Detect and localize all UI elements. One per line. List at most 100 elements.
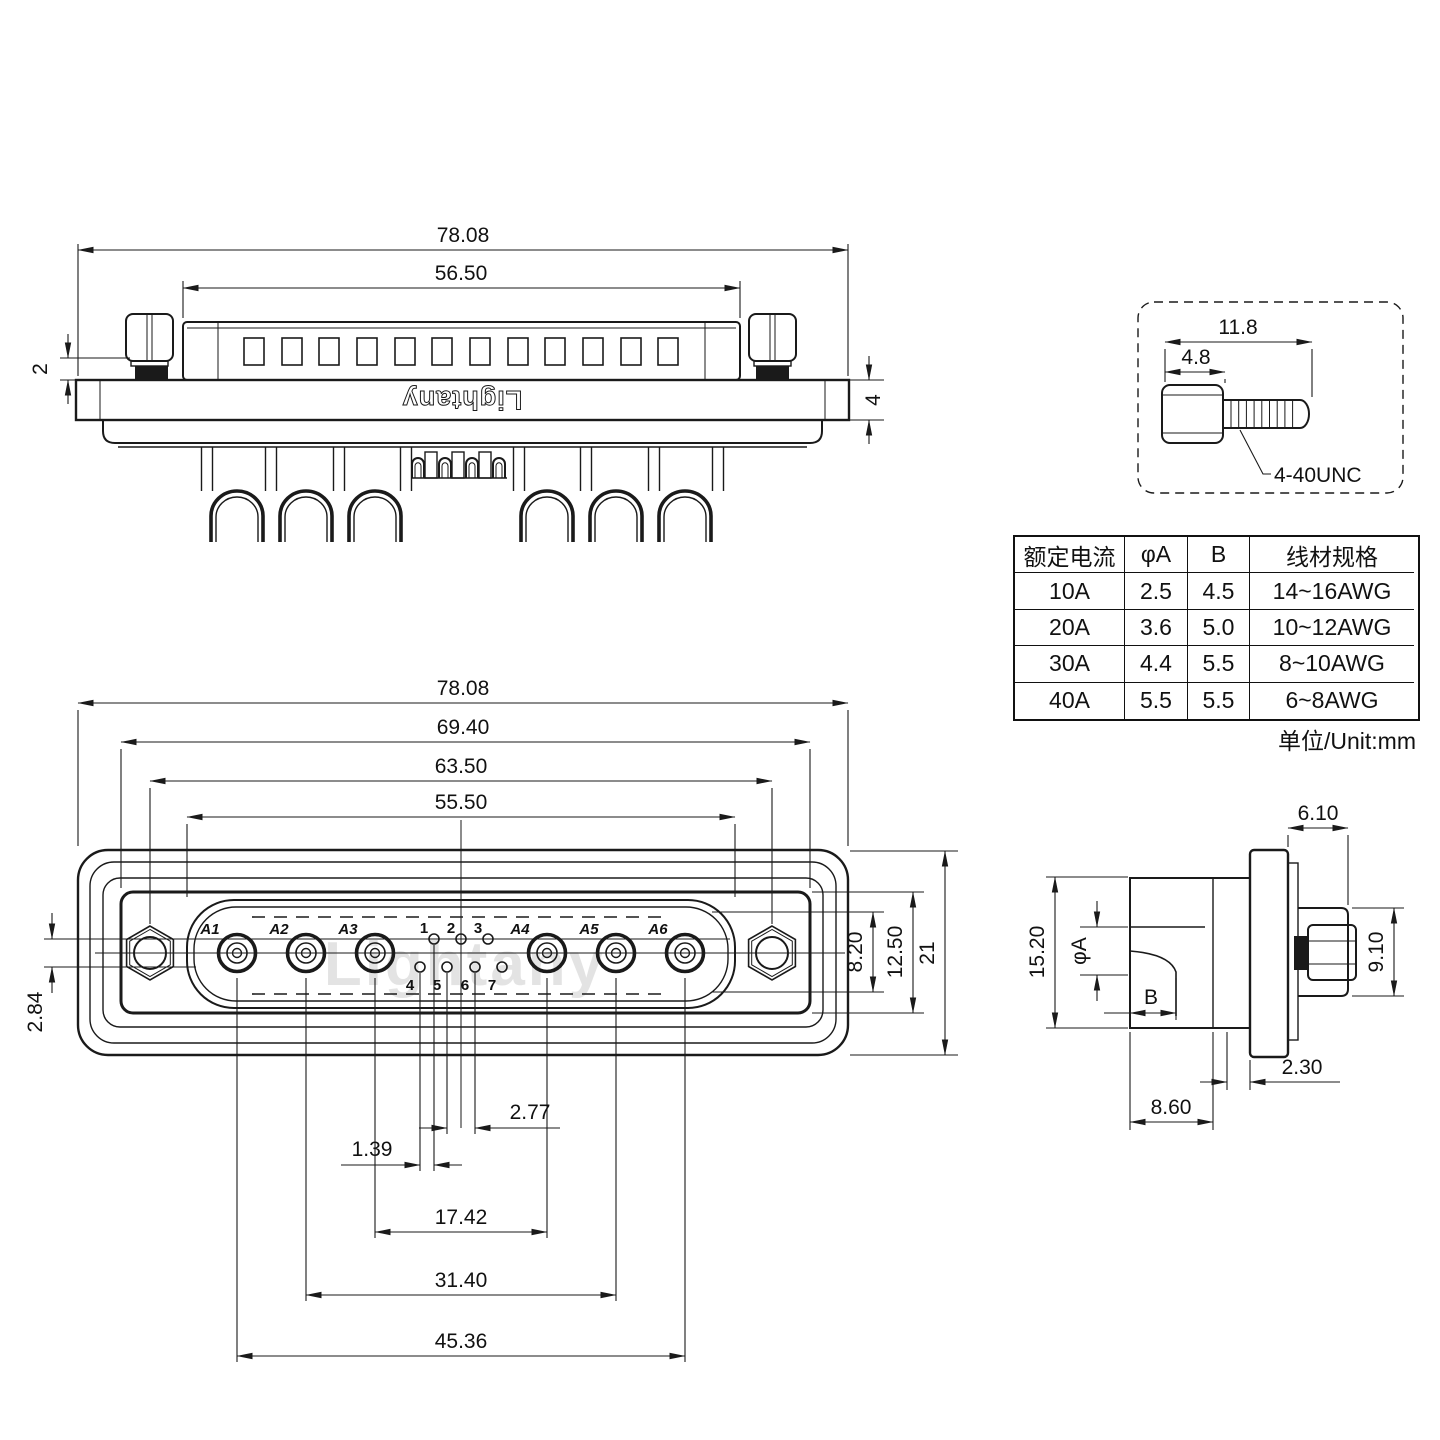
dim-top-screw-offset: 2 <box>29 334 130 404</box>
dim-screw-total-length: 11.8 <box>1164 316 1313 397</box>
power-contact-a5: A5 <box>578 921 637 974</box>
dim-front-insert-height: 12.50 <box>812 891 924 1014</box>
signal-contact-7: 7 <box>488 961 508 994</box>
front-view: Lightany A1 <box>24 677 958 1362</box>
spec-cell: 4.4 <box>1125 646 1188 683</box>
dim-label: 4 <box>862 394 885 406</box>
signal-contact-2: 2 <box>447 920 467 945</box>
right-thumbscrew <box>748 313 797 379</box>
dim-label: 63.50 <box>435 755 488 778</box>
dim-front-a2-a5-span: 31.40 <box>305 1269 617 1299</box>
dim-label: 1.39 <box>352 1138 393 1161</box>
dim-front-total-width: 78.08 <box>77 677 849 846</box>
dim-front-a3-a4-span: 17.42 <box>374 1206 548 1236</box>
dim-side-shell-height: 9.10 <box>1352 907 1404 997</box>
contact-label: 4 <box>406 977 415 994</box>
dim-label: 55.50 <box>435 791 488 814</box>
dim-front-a1-a6-span: 45.36 <box>236 1330 686 1360</box>
dim-label: 8.60 <box>1151 1096 1192 1119</box>
power-contact-a6: A6 <box>647 921 706 974</box>
dim-label: 17.42 <box>435 1206 488 1229</box>
dim-label: 12.50 <box>884 926 907 979</box>
spec-header-b: B <box>1188 537 1250 574</box>
thumbscrew-thread <box>1223 399 1310 429</box>
right-hex-nut <box>747 925 797 981</box>
signal-contact-1: 1 <box>420 920 440 945</box>
spec-cell: 5.5 <box>1188 646 1250 683</box>
dim-label: 78.08 <box>437 677 490 700</box>
spec-cell: 6~8AWG <box>1285 687 1379 714</box>
dim-label: φA <box>1068 937 1091 965</box>
contact-stems <box>200 447 725 491</box>
side-view: 6.10 15.20 φA B 9.10 <box>1026 802 1404 1130</box>
dim-front-face-height: 8.20 <box>712 911 884 993</box>
contact-label: A4 <box>509 921 530 938</box>
dim-label: 78.08 <box>437 224 490 247</box>
contact-label: 1 <box>420 920 428 937</box>
spec-cell: 20A <box>1015 609 1125 647</box>
contact-label: 5 <box>433 977 441 994</box>
spec-cell: 5.5 <box>1125 682 1188 719</box>
dim-label: 8.20 <box>844 932 867 973</box>
dim-side-front-protrusion: 6.10 <box>1287 802 1349 905</box>
spec-cell: 30A <box>1015 646 1125 683</box>
dim-label: 15.20 <box>1026 926 1049 979</box>
contact-label: A1 <box>199 921 219 938</box>
signal-contact-5: 5 <box>433 961 453 994</box>
dim-front-row-shift: 1.39 <box>341 1138 462 1169</box>
dim-label: 4.8 <box>1181 346 1210 369</box>
dim-front-total-height: 21 <box>850 850 958 1056</box>
left-hex-nut <box>125 925 175 981</box>
side-flange <box>1248 848 1290 1059</box>
dim-screw-head-length: 4.8 <box>1164 346 1226 383</box>
dim-side-cup-depth: B <box>1104 978 1177 1020</box>
dim-label: 2 <box>29 363 52 375</box>
thread-spec-label: 4-40UNC <box>1274 464 1362 487</box>
dim-label: 69.40 <box>437 716 490 739</box>
dim-label: 6.10 <box>1298 802 1339 825</box>
dim-label: 31.40 <box>435 1269 488 1292</box>
brand-logo: Lightany <box>402 385 523 415</box>
spec-cell: 10~12AWG <box>1250 610 1414 647</box>
contact-label: 6 <box>461 977 469 994</box>
rear-shell <box>182 321 741 381</box>
dim-front-row-offset: 2.84 <box>24 913 56 1032</box>
dim-label: 2.77 <box>510 1101 551 1124</box>
power-contact-a1: A1 <box>199 921 258 974</box>
dim-front-pin-pitch: 2.77 <box>419 1101 560 1132</box>
power-contact-a2: A2 <box>268 921 327 974</box>
watermark-text: Lightany <box>324 930 606 999</box>
spec-cell: 40A <box>1015 682 1125 719</box>
detail-border <box>1137 301 1404 494</box>
power-solder-cups <box>209 489 713 542</box>
spec-header-phi-a: φA <box>1125 537 1188 574</box>
dim-label: 56.50 <box>435 262 488 285</box>
dim-front-face-width: 55.50 <box>186 791 736 897</box>
spec-cell: 3.6 <box>1125 609 1188 647</box>
dim-front-shell-outer-width: 69.40 <box>120 716 811 888</box>
spec-cell: 10A <box>1015 573 1125 610</box>
dim-label: 2.84 <box>24 991 47 1032</box>
contact-label: A6 <box>647 921 668 938</box>
dim-label: 45.36 <box>435 1330 488 1353</box>
dim-side-cup-diameter: φA <box>1068 901 1128 1001</box>
mounting-flange: Lightany <box>74 378 851 422</box>
spec-header-current: 额定电流 <box>1015 537 1125 574</box>
contact-label: 7 <box>488 977 496 994</box>
dim-side-body-height: 15.20 <box>1026 876 1128 1029</box>
signal-contact-6: 6 <box>461 961 481 994</box>
spec-cell: 4.5 <box>1188 573 1250 610</box>
side-shell <box>1298 907 1349 997</box>
dim-side-body-depth: 8.60 <box>1129 1032 1214 1130</box>
left-thumbscrew <box>125 313 174 379</box>
unit-note: 单位/Unit:mm <box>1278 728 1416 754</box>
contact-label: 3 <box>474 920 482 937</box>
contact-label: A3 <box>337 921 358 938</box>
spec-cell: 5.5 <box>1188 682 1250 719</box>
thumbscrew-head <box>1161 384 1224 444</box>
side-jackscrew <box>1294 924 1357 981</box>
contact-label: 2 <box>447 920 455 937</box>
dim-label: 21 <box>916 941 939 964</box>
power-contact-a3: A3 <box>337 921 396 974</box>
